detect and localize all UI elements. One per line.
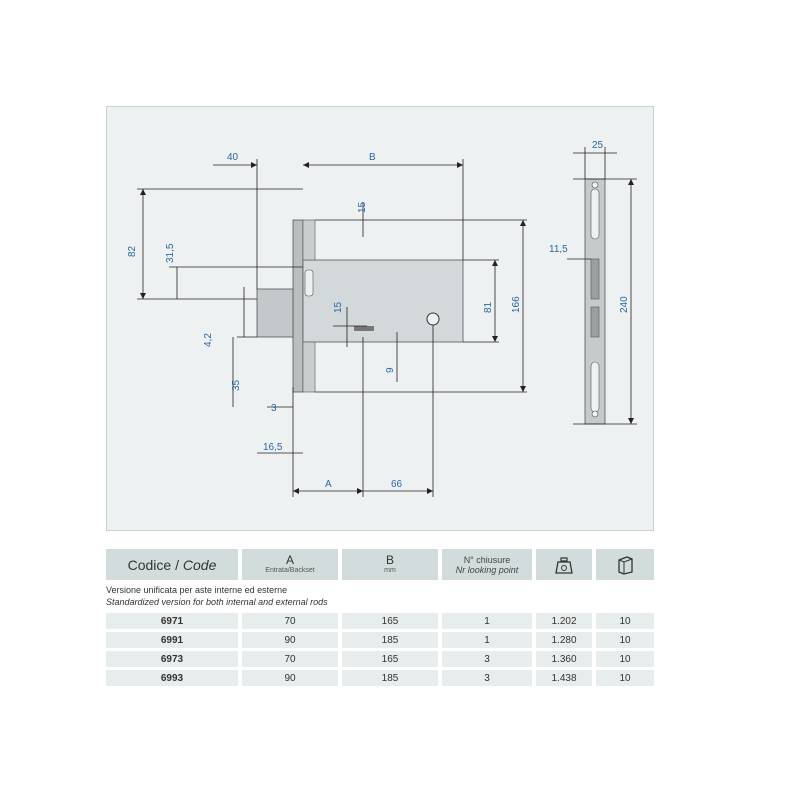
header-b: B mm (342, 549, 438, 580)
lock-body (302, 259, 464, 343)
weight-icon (555, 556, 573, 574)
table-row: 6991 90 185 1 1.280 10 (106, 632, 654, 648)
cell-weight: 1.202 (536, 613, 592, 629)
dim-11-5: 11,5 (549, 244, 568, 255)
header-pack (596, 549, 654, 580)
cell-b: 185 (342, 632, 438, 648)
header-closures: N° chiusure Nr looking point (442, 549, 532, 580)
cell-closures: 3 (442, 651, 532, 667)
cell-pack: 10 (596, 651, 654, 667)
cell-code: 6971 (106, 613, 238, 629)
dim-166: 166 (511, 296, 522, 313)
dim-240: 240 (619, 296, 630, 313)
note-it: Versione unificata per aste interne ed e… (106, 585, 288, 595)
header-a-sub: Entrata/Backset (265, 567, 315, 574)
dim-4-2: 4,2 (203, 333, 214, 347)
package-icon (618, 555, 633, 575)
dim-31-5: 31,5 (165, 243, 176, 263)
cell-a: 70 (242, 651, 338, 667)
cell-pack: 10 (596, 613, 654, 629)
dim-82: 82 (127, 245, 138, 257)
lock-drawing: 40 B 25 15 82 31,5 11,5 240 81 166 15 4,… (127, 140, 637, 497)
header-code-sep: / (171, 556, 183, 573)
dim-35: 35 (231, 379, 242, 391)
cell-pack: 10 (596, 632, 654, 648)
cell-b: 185 (342, 670, 438, 686)
dim-3: 3 (271, 403, 277, 414)
table-row: 6973 70 165 3 1.360 10 (106, 651, 654, 667)
cell-a: 90 (242, 632, 338, 648)
cell-closures: 3 (442, 670, 532, 686)
header-closures-en: Nr looking point (455, 564, 519, 575)
dim-16-5: 16,5 (263, 442, 283, 453)
table-row: 6993 90 185 3 1.438 10 (106, 670, 654, 686)
bolt (256, 288, 294, 338)
cell-a: 70 (242, 613, 338, 629)
dim-15-mid: 15 (333, 301, 344, 313)
dim-25: 25 (592, 140, 604, 151)
table-row: 6971 70 165 1 1.202 10 (106, 613, 654, 629)
cell-weight: 1.280 (536, 632, 592, 648)
cell-code: 6973 (106, 651, 238, 667)
upper-rod (302, 219, 316, 261)
cell-b: 165 (342, 613, 438, 629)
header-code-it: Codice (127, 556, 172, 573)
note-en: Standardized version for both internal a… (106, 597, 328, 607)
dim-a: A (325, 479, 332, 490)
dim-b: B (369, 152, 376, 163)
header-code: Codice / Code (106, 549, 238, 580)
cell-code: 6993 (106, 670, 238, 686)
cell-pack: 10 (596, 670, 654, 686)
latch-slot (304, 269, 314, 297)
technical-drawing: 40 B 25 15 82 31,5 11,5 240 81 166 15 4,… (106, 106, 654, 531)
dim-15-top: 15 (357, 201, 368, 213)
dim-66: 66 (391, 479, 403, 490)
header-code-en: Code (182, 556, 217, 573)
cell-closures: 1 (442, 632, 532, 648)
header-b-label: B (385, 553, 394, 567)
cell-code: 6991 (106, 632, 238, 648)
lower-rod (302, 341, 316, 393)
dim-40: 40 (227, 152, 239, 163)
header-weight (536, 549, 592, 580)
cell-closures: 1 (442, 613, 532, 629)
header-b-sub: mm (384, 567, 396, 574)
table-header: Codice / Code A Entrata/Backset B mm N° … (106, 549, 654, 580)
dim-81: 81 (483, 301, 494, 313)
cell-b: 165 (342, 651, 438, 667)
header-a: A Entrata/Backset (242, 549, 338, 580)
cell-weight: 1.438 (536, 670, 592, 686)
faceplate (292, 219, 304, 393)
cell-a: 90 (242, 670, 338, 686)
header-a-label: A (285, 553, 294, 567)
cylinder-hole (426, 312, 440, 326)
cell-weight: 1.360 (536, 651, 592, 667)
spindle (354, 326, 374, 331)
dim-9: 9 (385, 367, 396, 373)
header-closures-it: N° chiusure (463, 554, 511, 565)
